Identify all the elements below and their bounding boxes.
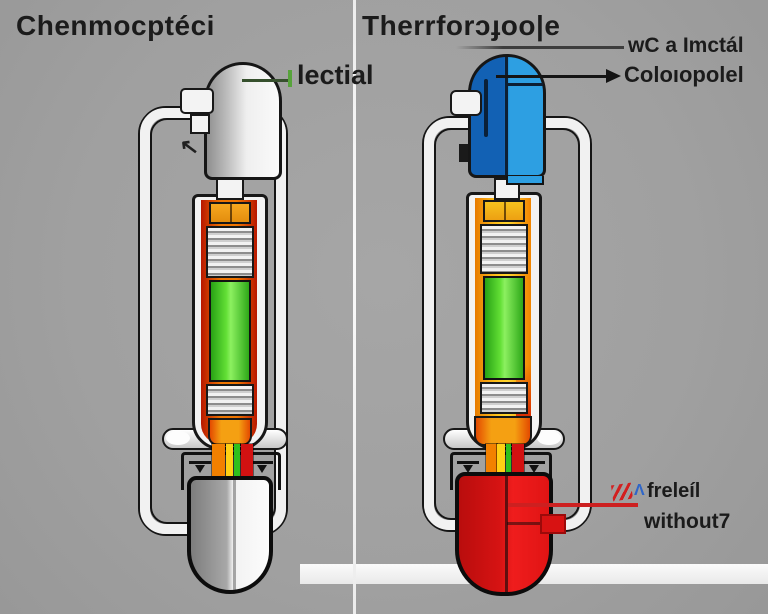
without-label: without7 [644, 510, 731, 533]
pin-icon [189, 457, 211, 473]
right-head-capsule [468, 54, 546, 178]
left-green-element [209, 280, 251, 382]
left-title: Chenmocptéci [16, 10, 215, 41]
relief-label: freleíl [647, 480, 701, 502]
wire-green [234, 444, 240, 482]
wire-red [241, 444, 253, 482]
red-hatch-icon [610, 482, 634, 502]
small-marking-icon: ↖ [178, 132, 201, 161]
left-top-cap [209, 202, 251, 224]
pin-icon [457, 457, 479, 473]
red-outlet-tab [540, 514, 566, 534]
bulb-seam-horizontal [507, 522, 549, 525]
capsule-step [506, 176, 544, 185]
left-side-tab [180, 88, 214, 114]
green-tick-icon [288, 70, 292, 87]
capsule-seam-horizontal [507, 83, 543, 86]
left-side-tab-small [190, 114, 210, 134]
blue-caret-icon: Λ [634, 482, 645, 499]
left-bulb [187, 476, 273, 594]
wire-orange [212, 444, 225, 482]
right-funnel [474, 416, 532, 446]
pin-icon [251, 457, 273, 473]
wire-yellow [497, 444, 505, 482]
right-bulb [455, 472, 553, 596]
right-side-tab [450, 90, 482, 116]
coil-label: Coloıopolel [624, 62, 744, 87]
bulb-seam [233, 480, 236, 590]
right-title: Therrforɔɟoo|e [362, 10, 561, 41]
red-leader-line [508, 503, 638, 507]
right-lower-coil [480, 382, 528, 414]
arrowhead-icon [606, 69, 621, 83]
arrow-line [496, 75, 608, 78]
wire-orange [486, 444, 497, 482]
sensor-rod-icon [484, 79, 488, 137]
capsule-label: lectial [297, 60, 374, 90]
left-funnel [208, 418, 252, 446]
leader-line [242, 79, 288, 82]
metal-label: wC a Imctál [628, 34, 744, 57]
bulb-seam [505, 476, 508, 592]
right-green-element [483, 276, 525, 380]
panel-divider [353, 0, 356, 614]
capsule-seam [505, 57, 508, 175]
right-top-cap [483, 200, 525, 222]
wire-yellow [226, 444, 233, 482]
right-upper-coil [480, 224, 528, 274]
leader-line-thin [456, 46, 624, 49]
pin-icon [523, 457, 545, 473]
left-lower-coil [206, 384, 254, 416]
left-upper-coil [206, 226, 254, 278]
wire-green [506, 444, 511, 482]
connector-block [459, 144, 468, 162]
